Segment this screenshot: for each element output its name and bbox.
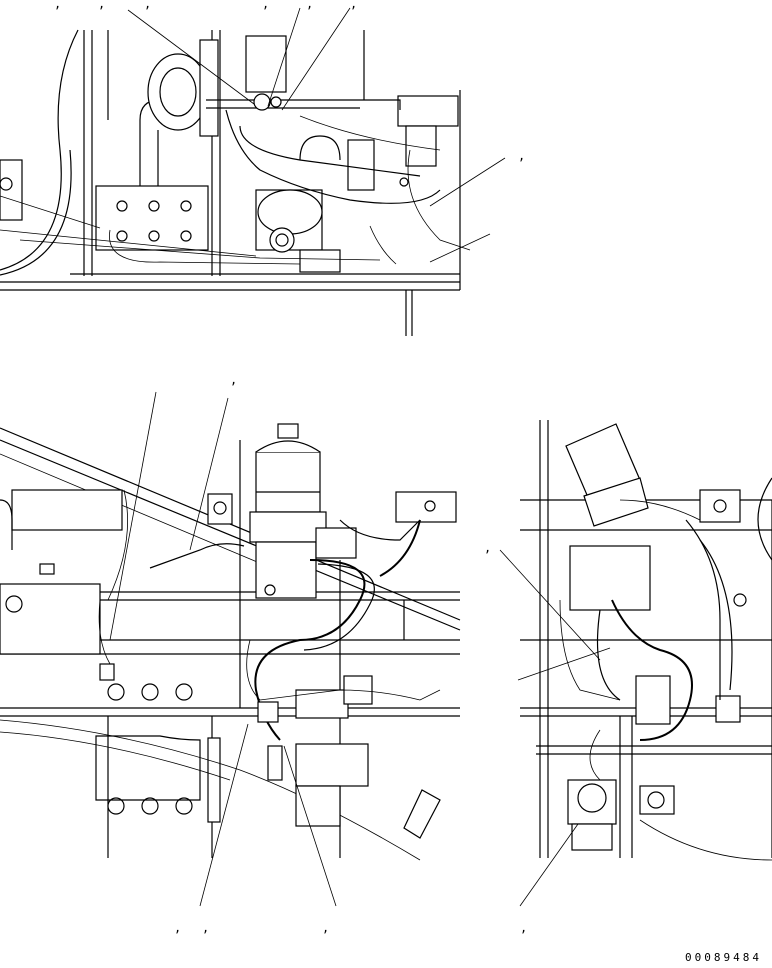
callout-mark: , (174, 921, 181, 935)
callout-mark: , (322, 921, 329, 935)
callout-mark: , (306, 0, 313, 11)
callout-mark: , (520, 921, 527, 935)
drawing-number: 00089484 (685, 951, 762, 964)
bottom-left-view (0, 391, 461, 907)
top-view (0, 7, 506, 336)
callout-mark: , (484, 541, 491, 555)
callout-mark: , (262, 0, 269, 11)
callout-mark: , (98, 0, 105, 11)
callout-mark: , (54, 0, 61, 11)
callout-mark: , (230, 373, 237, 387)
callout-mark: , (518, 149, 525, 163)
bottom-right-view (499, 420, 772, 907)
callout-mark: , (144, 0, 151, 11)
callout-marks: , , , , , , , , , , , , , (54, 0, 527, 935)
callout-mark: , (202, 921, 209, 935)
callout-mark: , (350, 0, 357, 11)
